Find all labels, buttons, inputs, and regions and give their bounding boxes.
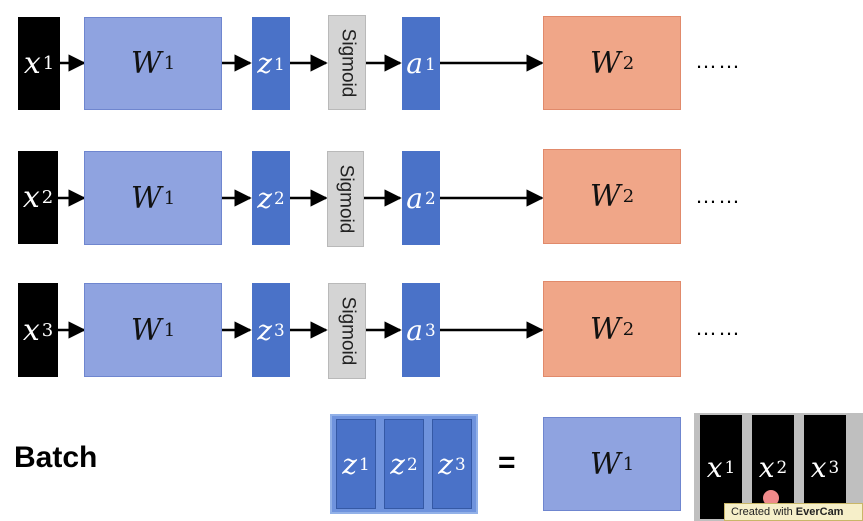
x-symbol: x (810, 450, 827, 484)
weight-superscript: 2 (622, 186, 635, 207)
input-x-symbol: x (22, 312, 40, 348)
a-symbol: a (406, 313, 423, 347)
z-superscript: 1 (359, 454, 370, 474)
input-x-symbol: x (22, 180, 40, 215)
x-superscript: 3 (828, 457, 840, 477)
a-superscript: 2 (425, 188, 436, 208)
x-symbol: x (758, 450, 775, 484)
input-x-symbol: x (23, 46, 41, 81)
a-symbol: a (406, 47, 423, 80)
weight-superscript: 1 (163, 187, 176, 209)
x-symbol: x (706, 450, 723, 484)
x-superscript: 2 (776, 457, 788, 477)
z-symbol: z (390, 447, 406, 481)
z-superscript: 2 (274, 188, 285, 208)
z-superscript: 3 (455, 454, 466, 474)
weight-superscript: 1 (163, 319, 176, 341)
weight-symbol: W (130, 46, 162, 81)
weight-symbol: W (589, 45, 621, 81)
ellipsis-row3: …… (695, 315, 741, 340)
weight-superscript: 1 (622, 453, 635, 475)
a-superscript: 1 (425, 53, 436, 74)
z-superscript: 3 (274, 320, 285, 340)
z-symbol: z (342, 447, 358, 481)
watermark-brand: EverCam (795, 506, 844, 518)
ellipsis-row2: …… (695, 183, 741, 208)
weight-symbol: W (130, 180, 162, 216)
z-symbol: z (257, 181, 273, 215)
watermark-prefix: Created with (731, 506, 793, 518)
a-superscript: 3 (425, 320, 436, 340)
ellipsis-row1: …… (695, 48, 741, 73)
input-x-superscript: 3 (41, 319, 54, 341)
sigmoid-label: Sigmoid (335, 164, 357, 234)
weight-symbol: W (589, 179, 621, 214)
weight-superscript: 2 (622, 52, 635, 74)
weight-symbol: W (130, 312, 162, 348)
sigmoid-box-row2: Sigmoid (327, 151, 364, 247)
input-x-superscript: 2 (41, 187, 54, 208)
weight-symbol: W (589, 446, 621, 482)
input-x-superscript: 1 (42, 53, 55, 74)
sigmoid-box-row3: Sigmoid (328, 283, 366, 379)
z-superscript: 1 (274, 53, 285, 74)
weight-superscript: 2 (622, 318, 635, 340)
sigmoid-box-row1: Sigmoid (328, 15, 366, 110)
sigmoid-label: Sigmoid (337, 296, 358, 366)
z-symbol: z (257, 47, 273, 80)
z-superscript: 2 (407, 454, 418, 474)
weight-symbol: W (589, 311, 621, 347)
sigmoid-label: Sigmoid (337, 28, 358, 97)
x-superscript: 1 (724, 457, 736, 477)
record-indicator-icon (763, 490, 779, 506)
weight-superscript: 1 (163, 53, 176, 74)
equals-sign: = (498, 446, 516, 479)
z-symbol: z (438, 447, 454, 481)
z-symbol: z (257, 313, 273, 347)
batch-label: Batch (14, 441, 98, 474)
a-symbol: a (406, 181, 423, 215)
